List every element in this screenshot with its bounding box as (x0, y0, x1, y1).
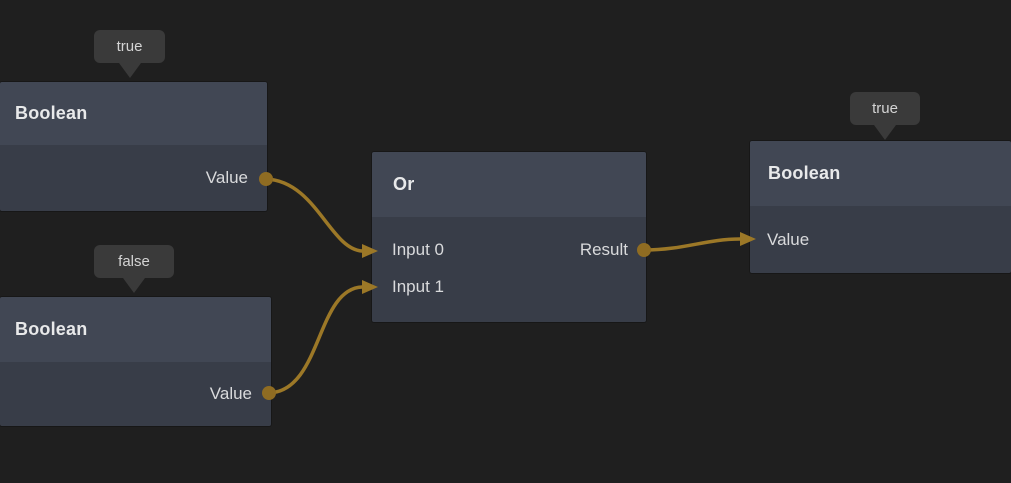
node-body[interactable]: Input 0 Input 1 Result (372, 217, 646, 322)
arrowhead-or-input0 (362, 244, 378, 258)
node-title: Boolean (15, 319, 88, 339)
node-title: Or (393, 174, 415, 194)
node-title: Boolean (768, 163, 841, 183)
node-body[interactable]: Value (0, 145, 267, 211)
value-badge-false: false (94, 245, 174, 293)
arrowhead-or-input1 (362, 280, 378, 294)
badge-pointer (123, 278, 145, 293)
value-badge-true-result: true (850, 92, 920, 140)
output-port-value-label: Value (209, 384, 252, 403)
node-header[interactable]: Boolean (750, 141, 1011, 206)
input-port-1[interactable]: Input 1 (372, 268, 646, 305)
node-header[interactable]: Or (372, 152, 646, 217)
port-dot-bool-bottom-value[interactable] (262, 386, 276, 400)
node-or[interactable]: Or Input 0 Input 1 Result (372, 152, 646, 322)
input-port-value-label: Value (767, 229, 810, 249)
wire-bool-true-to-or-input0[interactable] (264, 177, 364, 253)
input-port-0-label: Input 0 (392, 239, 444, 259)
wire-bool-false-to-or-input1[interactable] (267, 285, 364, 395)
node-boolean-false[interactable]: Boolean Value (0, 297, 271, 426)
node-header[interactable]: Boolean (0, 297, 271, 362)
port-dot-or-result[interactable] (637, 243, 651, 257)
node-title: Boolean (15, 103, 88, 123)
output-port-value-label: Value (205, 168, 248, 187)
input-port-0[interactable]: Input 0 (372, 231, 646, 268)
node-body[interactable]: Value (750, 206, 1011, 273)
badge-label: false (118, 253, 150, 270)
badge-pointer (118, 63, 141, 78)
badge-pointer (874, 125, 896, 140)
port-dot-bool-top-value[interactable] (259, 172, 273, 186)
arrowhead-bool-result-value (740, 232, 756, 246)
output-port-result-label: Result (579, 239, 628, 259)
node-boolean-result[interactable]: Boolean Value (750, 141, 1011, 273)
badge-label: true (116, 38, 143, 55)
badge-label: true (872, 100, 898, 117)
node-header[interactable]: Boolean (0, 82, 267, 145)
wire-or-result-to-bool-value[interactable] (642, 237, 742, 252)
node-body[interactable]: Value (0, 362, 271, 426)
output-port-result[interactable]: Result (580, 231, 628, 268)
node-boolean-true[interactable]: Boolean Value (0, 82, 267, 211)
value-badge-true: true (94, 30, 165, 78)
input-port-1-label: Input 1 (392, 276, 444, 296)
